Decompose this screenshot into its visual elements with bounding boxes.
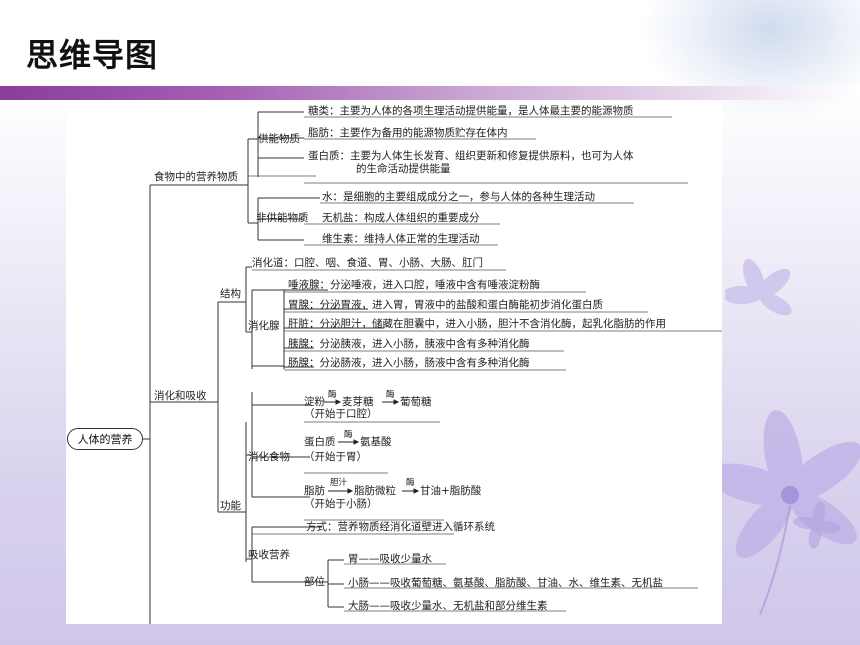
protein-label: 蛋白质 xyxy=(304,436,336,448)
digestive-tract-text: 消化道：口腔、咽、食道、胃、小肠、大肠、肛门 xyxy=(252,257,483,269)
enzyme-label: 酶 xyxy=(386,390,395,400)
digest-bracket xyxy=(150,302,219,512)
glands-node: 消化腺 xyxy=(248,320,280,332)
gland-item: 肝脏：分泌胆汁，储藏在胆囊中，进入小肠，胆汁不含消化酶，起乳化脂肪的作用 xyxy=(288,318,666,330)
flower-decoration-small xyxy=(725,259,792,316)
fat-start-note: （开始于小肠） xyxy=(304,498,378,510)
fat-label: 脂肪 xyxy=(304,485,325,497)
flower-decoration-large xyxy=(720,410,860,615)
absorb-site-item: 胃——吸收少量水 xyxy=(348,553,432,565)
protein-text-1: 蛋白质：主要为人体生长发育、组织更新和修复提供原料，也可为人体 xyxy=(308,150,634,162)
page-title: 思维导图 xyxy=(26,36,159,74)
food-bracket xyxy=(150,139,249,223)
structure-node: 结构 xyxy=(220,288,241,300)
amino-acid-label: 氨基酸 xyxy=(360,436,392,448)
gland-item: 胃腺：分泌胃液，进入胃，胃液中的盐酸和蛋白酶能初步消化蛋白质 xyxy=(288,299,603,311)
vitamin-text: 维生素：维持人体正常的生理活动 xyxy=(322,233,480,245)
enzyme-label: 酶 xyxy=(328,390,337,400)
title-accent-bar xyxy=(0,86,860,100)
flower-decoration-tiny xyxy=(793,501,841,549)
sugar-text: 糖类：主要为人体的各项生理活动提供能量，是人体最主要的能源物质 xyxy=(308,105,634,117)
mind-map-connectors xyxy=(143,111,722,624)
food-nutrients-node: 食物中的营养物质 xyxy=(154,171,238,183)
starch-start-note: （开始于口腔） xyxy=(304,408,378,420)
glucose-label: 葡萄糖 xyxy=(400,396,432,408)
enzyme-label: 酶 xyxy=(406,478,415,488)
fat-text: 脂肪：主要作为备用的能源物质贮存在体内 xyxy=(308,127,508,139)
starch-label: 淀粉 xyxy=(304,396,325,408)
absorb-node: 吸收营养 xyxy=(248,549,290,561)
energy-substances-node: 供能物质 xyxy=(258,133,300,145)
absorb-site-node: 部位 xyxy=(304,576,325,588)
water-text: 水：是细胞的主要组成成分之一，参与人体的各种生理活动 xyxy=(322,191,595,203)
gland-item: 唾液腺：分泌唾液，进入口腔，唾液中含有唾液淀粉酶 xyxy=(288,279,540,291)
digest-absorb-node: 消化和吸收 xyxy=(154,390,207,402)
glycerol-fatty-acid-label: 甘油+脂肪酸 xyxy=(420,485,482,497)
corner-glow xyxy=(640,0,860,120)
root-node: 人体的营养 xyxy=(67,428,143,450)
digest-food-node: 消化食物 xyxy=(248,451,290,463)
gland-item: 肠腺：分泌肠液，进入小肠，肠液中含有多种消化酶 xyxy=(288,357,530,369)
salt-text: 无机盐：构成人体组织的重要成分 xyxy=(322,212,480,224)
maltose-label: 麦芽糖 xyxy=(342,396,374,408)
absorb-site-item: 小肠——吸收葡萄糖、氨基酸、脂肪酸、甘油、水、维生素、无机盐 xyxy=(348,577,663,589)
enzyme-label: 酶 xyxy=(344,430,353,440)
mind-map: 人体的营养 食物中的营养物质 供能物质 糖类：主要为人体的各项生理活动提供能量，… xyxy=(66,102,722,624)
protein-text-2: 的生命活动提供能量 xyxy=(356,163,451,175)
nonenergy-substances-node: 非供能物质 xyxy=(256,212,309,224)
protein-start-note: （开始于胃） xyxy=(304,451,367,463)
fat-droplet-label: 脂肪微粒 xyxy=(354,485,396,497)
absorb-site-item: 大肠——吸收少量水、无机盐和部分维生素 xyxy=(348,600,548,612)
gland-item: 胰腺：分泌胰液，进入小肠，胰液中含有多种消化酶 xyxy=(288,338,530,350)
absorb-method-text: 方式：营养物质经消化道壁进入循环系统 xyxy=(306,521,495,533)
function-node: 功能 xyxy=(220,500,241,512)
bile-label: 胆汁 xyxy=(330,478,348,488)
